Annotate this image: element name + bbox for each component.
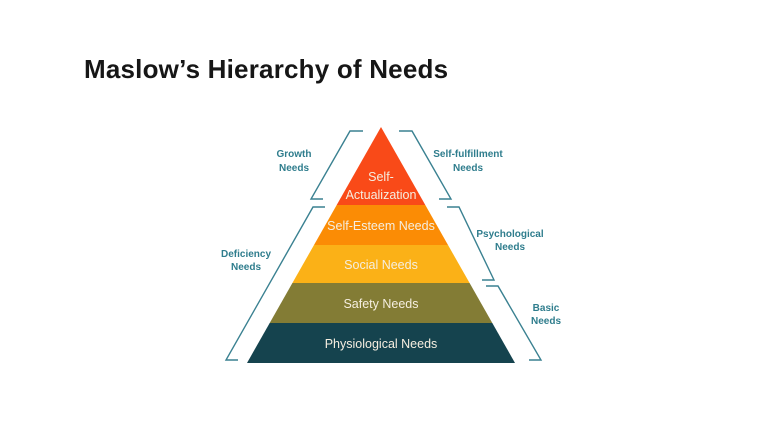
page-title: Maslow’s Hierarchy of Needs xyxy=(84,54,449,84)
label-basic-needs-line1: Basic xyxy=(533,303,560,314)
group-brackets xyxy=(224,130,543,361)
level-self-actualization xyxy=(336,127,426,205)
bracket-basic-needs xyxy=(486,285,543,361)
label-deficiency-needs-line1: Deficiency xyxy=(221,249,271,260)
label-social: Social Needs xyxy=(344,258,418,272)
label-self-fulfillment-needs-line2: Needs xyxy=(453,163,483,174)
level-social xyxy=(292,245,470,283)
label-growth-needs-line1: Growth xyxy=(277,149,312,160)
label-psychological-needs-line1: Psychological xyxy=(476,229,543,240)
label-self-actualization-line1: Self- xyxy=(368,170,394,184)
label-deficiency-needs-line2: Needs xyxy=(231,262,261,273)
bracket-self-fulfillment-needs xyxy=(399,130,453,200)
label-self-esteem: Self-Esteem Needs xyxy=(327,219,435,233)
pyramid xyxy=(247,127,515,363)
level-self-esteem xyxy=(314,205,448,245)
label-growth-needs-line2: Needs xyxy=(279,163,309,174)
level-physiological xyxy=(247,323,515,363)
label-psychological-needs-line2: Needs xyxy=(495,242,525,253)
bracket-growth-needs xyxy=(309,130,363,200)
label-basic-needs-line2: Needs xyxy=(531,316,561,327)
bracket-deficiency-needs xyxy=(224,206,325,361)
label-safety: Safety Needs xyxy=(343,297,418,311)
bracket-psychological-needs xyxy=(447,206,496,281)
label-physiological: Physiological Needs xyxy=(325,337,438,351)
group-labels: Growth Needs Deficiency Needs Self-fulfi… xyxy=(221,149,561,327)
label-self-fulfillment-needs-line1: Self-fulfillment xyxy=(433,149,503,160)
pyramid-labels: Self- Actualization Self-Esteem Needs So… xyxy=(325,170,438,351)
level-safety xyxy=(269,283,493,323)
label-self-actualization-line2: Actualization xyxy=(346,188,417,202)
